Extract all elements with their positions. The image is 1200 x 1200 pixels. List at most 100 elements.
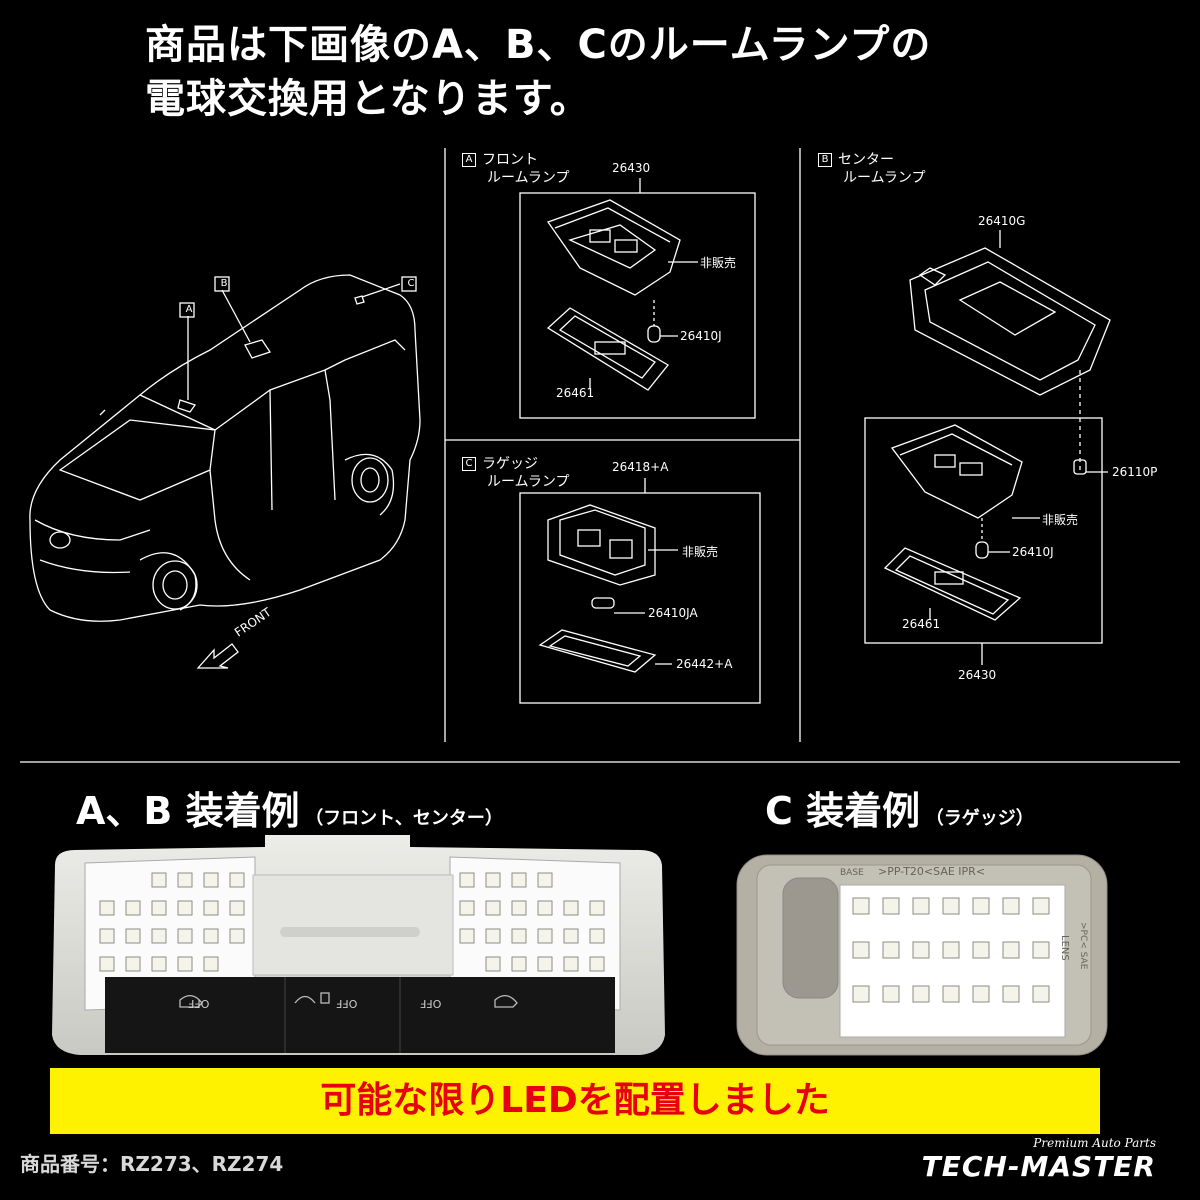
led-chip [852, 897, 870, 915]
front-lamp-bulb-drawing [647, 300, 661, 343]
luggage-lamp-housing-drawing [547, 504, 656, 586]
center-lamp-title-2: ルームランプ [843, 170, 926, 186]
led-chip [882, 941, 900, 959]
ab-switch-off-left: OFF [188, 997, 210, 1010]
center-lamp-bracket-drawing [909, 247, 1111, 396]
led-chip [537, 956, 553, 972]
led-chip [459, 900, 475, 916]
led-chip [972, 985, 990, 1003]
c-lens-cover [782, 877, 839, 999]
ab-switch-off-right: OFF [420, 997, 442, 1010]
led-chip [589, 900, 605, 916]
led-chip [1032, 985, 1050, 1003]
luggage-lamp-title-2: ルームランプ [487, 474, 570, 490]
led-chip [589, 928, 605, 944]
led-chip [852, 985, 870, 1003]
led-chip [1032, 941, 1050, 959]
ab-center-module [252, 874, 454, 976]
luggage-lamp-bulb-label: 26410JA [648, 606, 698, 620]
led-chip [485, 928, 501, 944]
led-chip [942, 985, 960, 1003]
led-chip [177, 928, 193, 944]
led-chip [912, 985, 930, 1003]
logo-tagline: Premium Auto Parts [1033, 1136, 1156, 1150]
minivan-drawing [29, 274, 421, 622]
headline-line-2: 電球交換用となります。 [145, 76, 591, 122]
led-chip [511, 900, 527, 916]
led-chip [203, 872, 219, 888]
door-lamp-icon [320, 992, 330, 1004]
center-lamp-housing-label: 26430 [958, 668, 997, 682]
reading-lamp-icon [179, 995, 203, 1008]
brand-logo: Premium Auto Parts TECH-MASTER [906, 1136, 1156, 1190]
led-chip [177, 900, 193, 916]
center-lamp-lens-label: 26461 [902, 617, 941, 631]
center-lamp-housing-drawing [890, 424, 1023, 519]
ab-example-subtitle: （フロント、センター） [305, 808, 503, 829]
car-label-a: A [185, 304, 193, 315]
led-chip [203, 956, 219, 972]
front-lamp-bulb-label: 26410J [680, 329, 722, 343]
ab-example-photo [52, 835, 665, 1055]
logo-text: TECH-MASTER [921, 1150, 1156, 1183]
led-chip [511, 872, 527, 888]
luggage-lamp-frame [519, 492, 761, 704]
led-chip [485, 872, 501, 888]
ab-center-vent [280, 927, 420, 937]
front-lamp-title-1: フロント [482, 152, 538, 168]
c-example-subtitle: （ラゲッジ） [925, 808, 1034, 829]
led-chip [852, 941, 870, 959]
led-chip [972, 897, 990, 915]
center-lamp-frame [864, 417, 1103, 644]
ab-led-group [99, 872, 605, 972]
c-led-group [852, 897, 1050, 1003]
luggage-lamp-lens-label: 26442+A [676, 657, 733, 671]
led-chip [511, 956, 527, 972]
led-chip [459, 928, 475, 944]
ab-switch-panel [105, 977, 615, 1053]
center-lamp-letter: B [818, 153, 832, 167]
led-banner: 可能な限りLEDを配置しました [50, 1068, 1100, 1134]
led-chip [511, 928, 527, 944]
led-chip [1002, 941, 1020, 959]
luggage-lamp-housing-label: 26418+A [612, 460, 669, 474]
led-chip [151, 928, 167, 944]
car-label-c: C [407, 278, 415, 289]
center-lamp-bracket-label: 26410G [978, 214, 1026, 228]
front-lamp-title-2: ルームランプ [487, 170, 570, 186]
ab-example-title: A、B 装着例 （フロント、センター） [76, 780, 503, 835]
center-lamp-bulb-drawing [975, 518, 989, 559]
led-chip [942, 941, 960, 959]
car-label-c-box [401, 276, 417, 292]
center-lamp-screw-label: 26110P [1112, 465, 1158, 479]
front-lamp-letter: A [462, 153, 476, 167]
led-chip [1032, 897, 1050, 915]
luggage-lamp-not-sold-label: 非販売 [682, 545, 719, 559]
c-side-label: LENS [1059, 935, 1070, 961]
headline: 商品は下画像のA、B、Cのルームランプの 電球交換用となります。 [145, 18, 1165, 126]
led-chip [563, 956, 579, 972]
led-chip [229, 928, 245, 944]
led-chip [563, 900, 579, 916]
led-chip [151, 872, 167, 888]
led-chip [912, 941, 930, 959]
car-label-b-box [214, 276, 230, 292]
led-chip [1002, 985, 1020, 1003]
c-base-marking: BASE [840, 868, 864, 878]
led-chip [151, 956, 167, 972]
led-chip [203, 928, 219, 944]
led-chip [589, 956, 605, 972]
led-chip [99, 956, 115, 972]
front-lamp-frame [519, 192, 756, 419]
led-chip [125, 900, 141, 916]
car-label-a-box [179, 302, 195, 318]
led-chip [537, 900, 553, 916]
headline-line-1: 商品は下画像のA、B、Cのルームランプの [145, 22, 932, 68]
center-lamp-lens-drawing [883, 547, 1022, 621]
car-label-b: B [220, 278, 228, 289]
c-example-title: C 装着例 （ラゲッジ） [765, 780, 1034, 835]
led-chip [912, 897, 930, 915]
front-lamp-not-sold-label: 非販売 [700, 256, 737, 270]
front-lamp-housing-label: 26430 [612, 161, 651, 175]
center-lamp-screw-drawing [1073, 459, 1087, 475]
